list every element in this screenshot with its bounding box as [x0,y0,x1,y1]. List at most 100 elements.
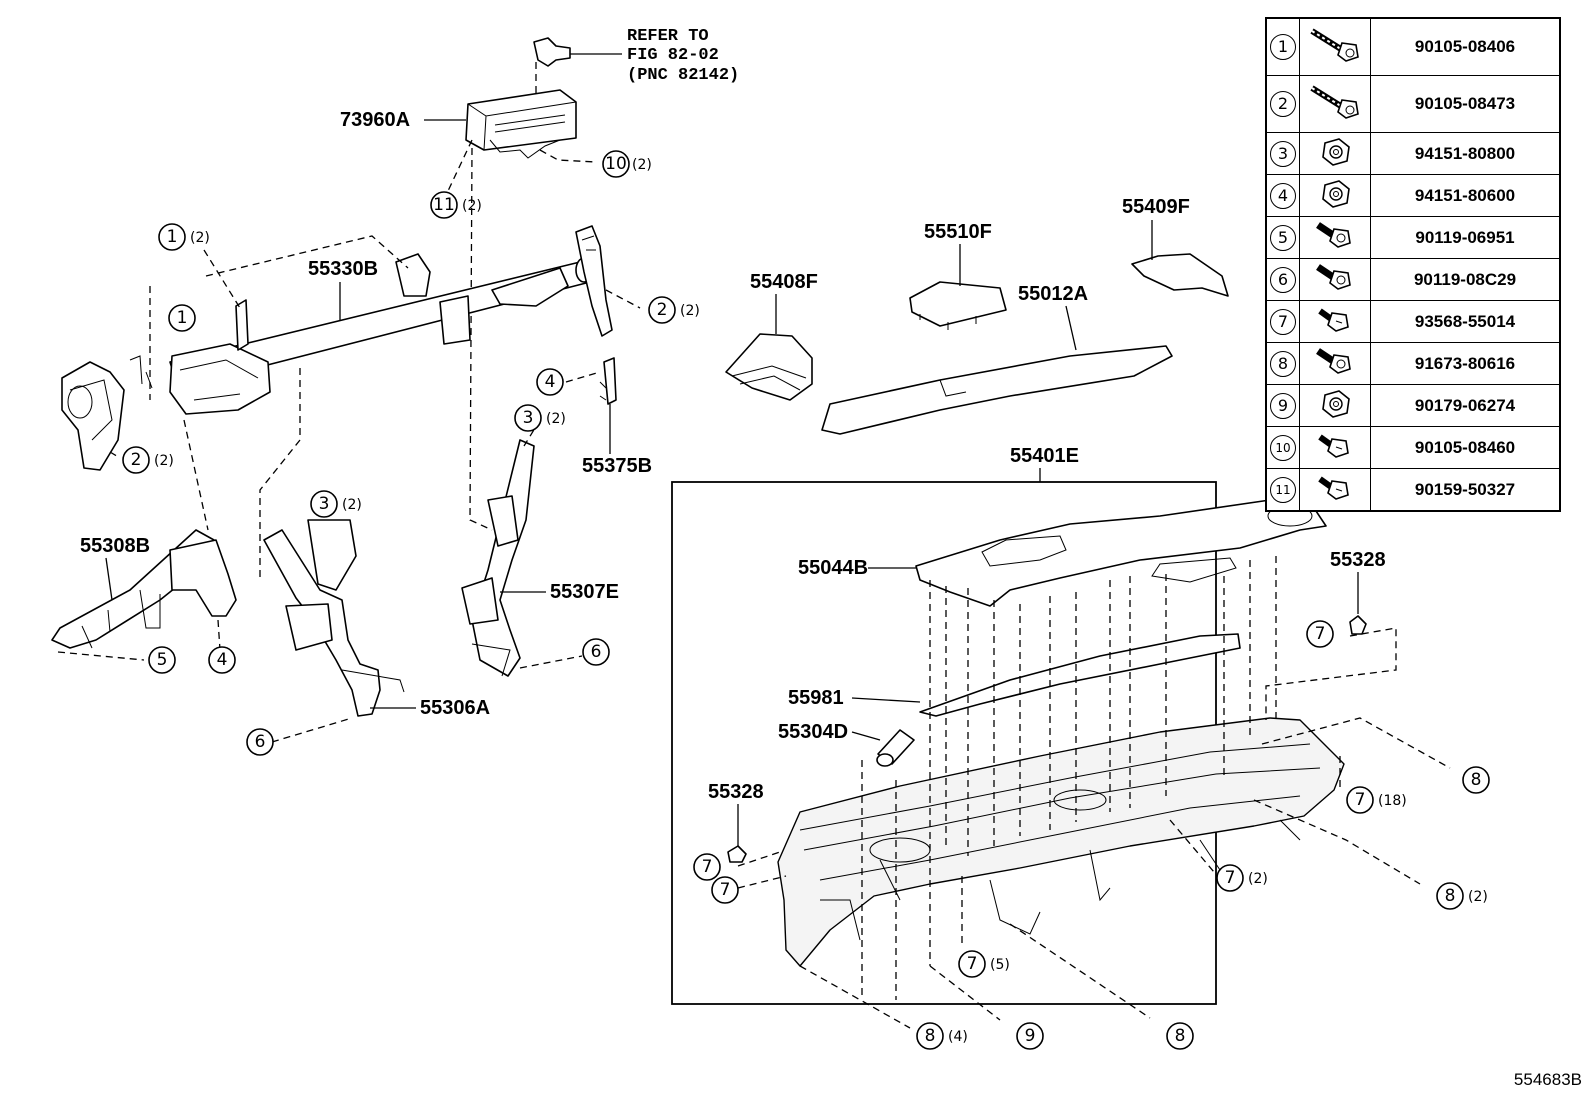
fastener-part-number: 90119-08C29 [1370,258,1561,301]
label-55308B: 55308B [80,535,150,557]
svg-text:4: 4 [217,650,228,670]
callout-7-left-clip: 7 [693,853,721,881]
fastener-row: 3 94151-80800 [1265,132,1561,175]
label-55408F: 55408F [750,271,818,293]
fastener-number: 2 [1270,91,1296,117]
bracket-55307E [461,439,535,677]
svg-text:(2): (2) [190,230,210,246]
callout-8-right: 8 [1462,766,1490,794]
callout-8-4: 8 (4) [916,1022,968,1050]
fastener-part-number: 90119-06951 [1370,216,1561,259]
svg-text:8: 8 [1471,770,1482,790]
svg-text:2: 2 [131,450,142,470]
fastener-part-number: 90179-06274 [1370,384,1561,427]
fastener-part-number: 90105-08460 [1370,426,1561,469]
svg-text:7: 7 [720,880,731,900]
trim-55012A [821,345,1173,435]
fastener-part-number: 90159-50327 [1370,468,1561,512]
airbag-module-73960A [465,89,577,159]
bolt-icon [1299,216,1371,259]
svg-text:(2): (2) [632,157,652,173]
cover-55408F [725,333,813,401]
fastener-number: 5 [1270,224,1296,251]
screw-icon [1299,426,1371,469]
fastener-number: 7 [1270,308,1296,335]
refer-note-line-1: REFER TO [627,27,709,46]
label-55401E: 55401E [1010,445,1079,467]
svg-text:6: 6 [255,732,266,752]
label-55328-left: 55328 [708,781,764,803]
upper-pad-55044B [915,499,1327,607]
clip-55328-right [1349,615,1367,635]
nut-icon [1299,384,1371,427]
nut-icon [1299,174,1371,217]
svg-text:(2): (2) [342,497,362,513]
svg-text:(2): (2) [1468,889,1488,905]
label-55307E: 55307E [550,581,619,603]
lid-55510F [909,281,1007,330]
label-55304D: 55304D [778,721,848,743]
label-55330B: 55330B [308,258,378,280]
bracket-55375B [599,357,617,405]
clip-55328-left [727,845,747,863]
screw-icon [1299,468,1371,512]
fastener-row: 7 93568-55014 [1265,300,1561,343]
bracket-55308B [51,529,237,649]
fastener-number: 11 [1270,476,1296,503]
fastener-part-number: 93568-55014 [1370,300,1561,343]
fastener-part-number: 91673-80616 [1370,342,1561,385]
svg-text:7: 7 [1315,624,1326,644]
fastener-row: 5 90119-06951 [1265,216,1561,259]
fastener-number: 6 [1270,266,1296,293]
svg-text:11: 11 [433,195,455,215]
svg-text:8: 8 [1175,1026,1186,1046]
svg-text:8: 8 [925,1026,936,1046]
callout-3-left: 3 (2) [310,490,362,518]
label-55012A: 55012A [1018,283,1088,305]
fastener-row: 1 90105-08406 [1265,17,1561,76]
svg-text:(5): (5) [990,957,1010,973]
svg-text:(2): (2) [462,198,482,214]
callout-2-left: 2 (2) [122,446,174,474]
callout-7-right-clip: 7 [1306,620,1334,648]
label-55306A: 55306A [420,697,490,719]
callout-7-2: 7 (2) [1216,864,1268,892]
svg-text:2: 2 [657,300,668,320]
svg-text:3: 3 [523,408,534,428]
fastener-number: 3 [1270,140,1296,167]
callout-5: 5 [148,646,176,674]
fastener-number: 1 [1270,34,1296,60]
label-73960A: 73960A [340,109,410,131]
svg-text:7: 7 [1355,790,1366,810]
callout-4-top: 4 [536,368,564,396]
callout-4-bottom: 4 [208,646,236,674]
duct-55981 [919,633,1241,717]
callout-9: 9 [1016,1022,1044,1050]
callout-8-2: 8 (2) [1436,882,1488,910]
refer-note-line-2: FIG 82-02 [627,46,719,65]
fastener-part-number: 94151-80800 [1370,132,1561,175]
label-55328-right: 55328 [1330,549,1386,571]
svg-text:10: 10 [605,154,627,174]
svg-text:5: 5 [157,650,168,670]
screw-icon [1299,300,1371,343]
svg-text:3: 3 [319,494,330,514]
panel-55409F [1131,253,1229,297]
svg-text:6: 6 [591,642,602,662]
fastener-number: 8 [1270,350,1296,377]
callout-1-left: 1 [168,304,196,332]
fastener-number: 4 [1270,182,1296,209]
svg-text:7: 7 [967,954,978,974]
fastener-part-number: 90105-08406 [1370,17,1561,76]
callout-8-bottom: 8 [1166,1022,1194,1050]
callout-10: 10 (2) [602,150,652,178]
svg-text:(4): (4) [948,1029,968,1045]
svg-text:1: 1 [177,308,188,328]
svg-text:(2): (2) [680,303,700,319]
nut-icon [1299,132,1371,175]
